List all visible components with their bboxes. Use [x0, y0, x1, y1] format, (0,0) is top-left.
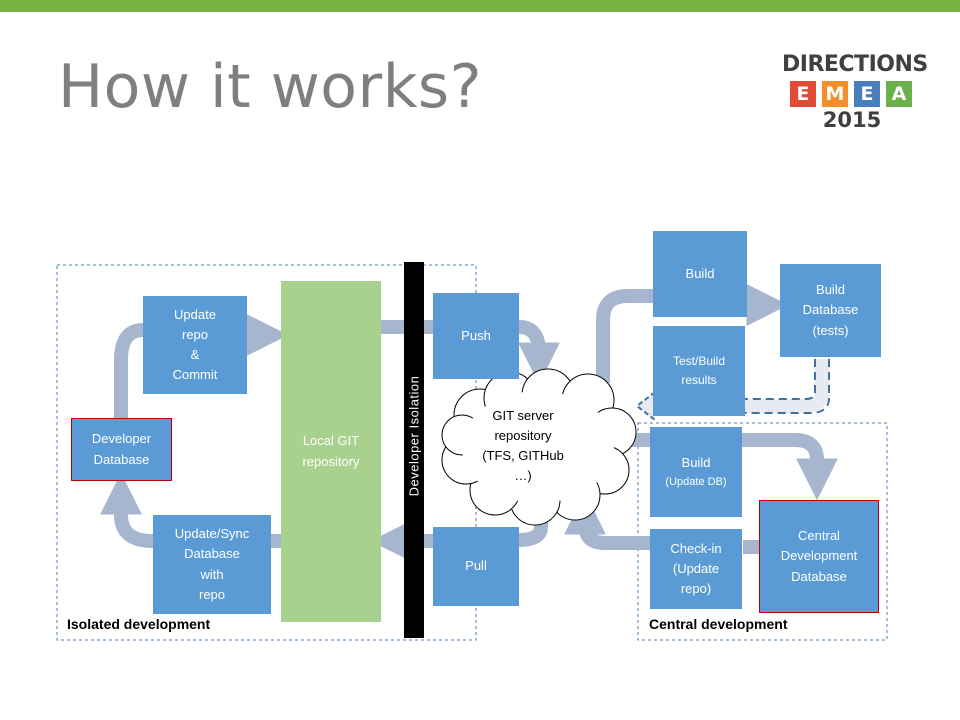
update-repo-commit-box: Update repo & Commit	[143, 296, 247, 394]
logo-letter-m: M	[822, 81, 848, 107]
check-in-box: Check-in (Update repo)	[650, 529, 742, 609]
check-in-line-3: repo)	[680, 581, 712, 597]
arrow-server-to-centraldb	[620, 433, 838, 501]
local-git-line-2: repository	[302, 453, 360, 469]
update-sync-line-2: Database	[184, 546, 240, 562]
arrow-sync-to-devdb	[100, 472, 154, 548]
check-in-line-1: Check-in	[670, 540, 722, 556]
isolated-development-label: Isolated development	[67, 616, 211, 632]
check-in-line-2: (Update	[672, 560, 720, 576]
developer-db-line-1: Developer	[91, 431, 152, 447]
build-database-tests-box: Build Database (tests)	[780, 264, 881, 357]
central-development-label: Central development	[649, 616, 788, 632]
arrow-push-to-server	[518, 320, 560, 385]
central-db-line-2: Development	[780, 548, 858, 564]
git-server-line-1: GIT server	[492, 408, 554, 423]
build-update-db-box: Build (Update DB)	[650, 427, 742, 517]
git-server-line-2: repository	[494, 428, 552, 444]
update-sync-line-4: repo	[198, 586, 226, 602]
arrow-checkin-to-server	[564, 492, 650, 550]
local-git-repository: Local GIT repository	[281, 281, 381, 622]
git-server-line-3: (TFS, GITHub	[482, 448, 564, 464]
logo-year: 2015	[822, 108, 882, 132]
logo-letter-a: A	[886, 81, 912, 107]
arrow-builddb-to-server-dashed-head	[635, 391, 656, 421]
arrow-builddb-to-server-dashed-outline	[655, 359, 830, 414]
build-db-line-1: Build	[816, 282, 845, 298]
directions-emea-logo: DIRECTIONS E M E A 2015	[782, 52, 928, 132]
build-db-line-3: (tests)	[812, 322, 849, 338]
build-db-line-2: Database	[802, 302, 859, 318]
test-build-line-2: results	[681, 373, 717, 387]
push-label: Push	[461, 327, 491, 343]
update-sync-line-3: with	[200, 566, 224, 582]
developer-database-box: Developer Database	[71, 418, 172, 481]
developer-isolation-label: Developer Isolation	[406, 375, 422, 497]
build-update-db-line-1: Build	[681, 455, 711, 471]
update-sync-database-box: Update/Sync Database with repo	[153, 515, 271, 614]
central-db-line-3: Database	[791, 568, 847, 584]
local-git-line-1: Local GIT	[302, 433, 360, 449]
top-accent-bar	[0, 0, 960, 12]
arrow-builddb-to-server-dashed	[655, 359, 829, 413]
pull-box: Pull	[433, 527, 519, 606]
build-update-db-line-2: (Update DB)	[665, 475, 727, 488]
central-region-border	[637, 422, 888, 641]
update-sync-line-1: Update/Sync	[174, 526, 250, 542]
central-db-line-1: Central	[798, 528, 840, 544]
update-repo-line-3: &	[190, 347, 200, 362]
git-server-label: GIT server repository (TFS, GITHub …)	[468, 406, 578, 487]
arrow-server-to-pull	[518, 515, 548, 547]
git-server-cloud	[441, 368, 637, 526]
update-repo-line-1: Update	[174, 306, 216, 322]
pull-label: Pull	[465, 558, 487, 574]
logo-letters: E M E A	[782, 81, 922, 107]
test-build-line-1: Test/Build	[672, 354, 726, 369]
logo-letter-e1: E	[790, 81, 816, 107]
push-box: Push	[433, 293, 519, 379]
central-development-database-box: Central Development Database	[759, 500, 879, 613]
arrow-server-to-build	[596, 289, 653, 383]
test-build-results-box: Test/Build results	[653, 326, 745, 416]
logo-letter-e2: E	[854, 81, 880, 107]
arrow-devdb-to-update	[114, 323, 144, 418]
developer-isolation-bar	[404, 262, 424, 638]
logo-directions-text: DIRECTIONS	[782, 52, 928, 77]
git-server-line-4: …)	[514, 468, 532, 484]
slide-title: How it works?	[58, 52, 483, 122]
build-label: Build	[685, 265, 715, 281]
build-box: Build	[653, 231, 747, 317]
update-repo-line-2: repo	[181, 326, 209, 342]
developer-db-line-2: Database	[93, 451, 150, 467]
update-repo-line-4: Commit	[172, 367, 218, 383]
